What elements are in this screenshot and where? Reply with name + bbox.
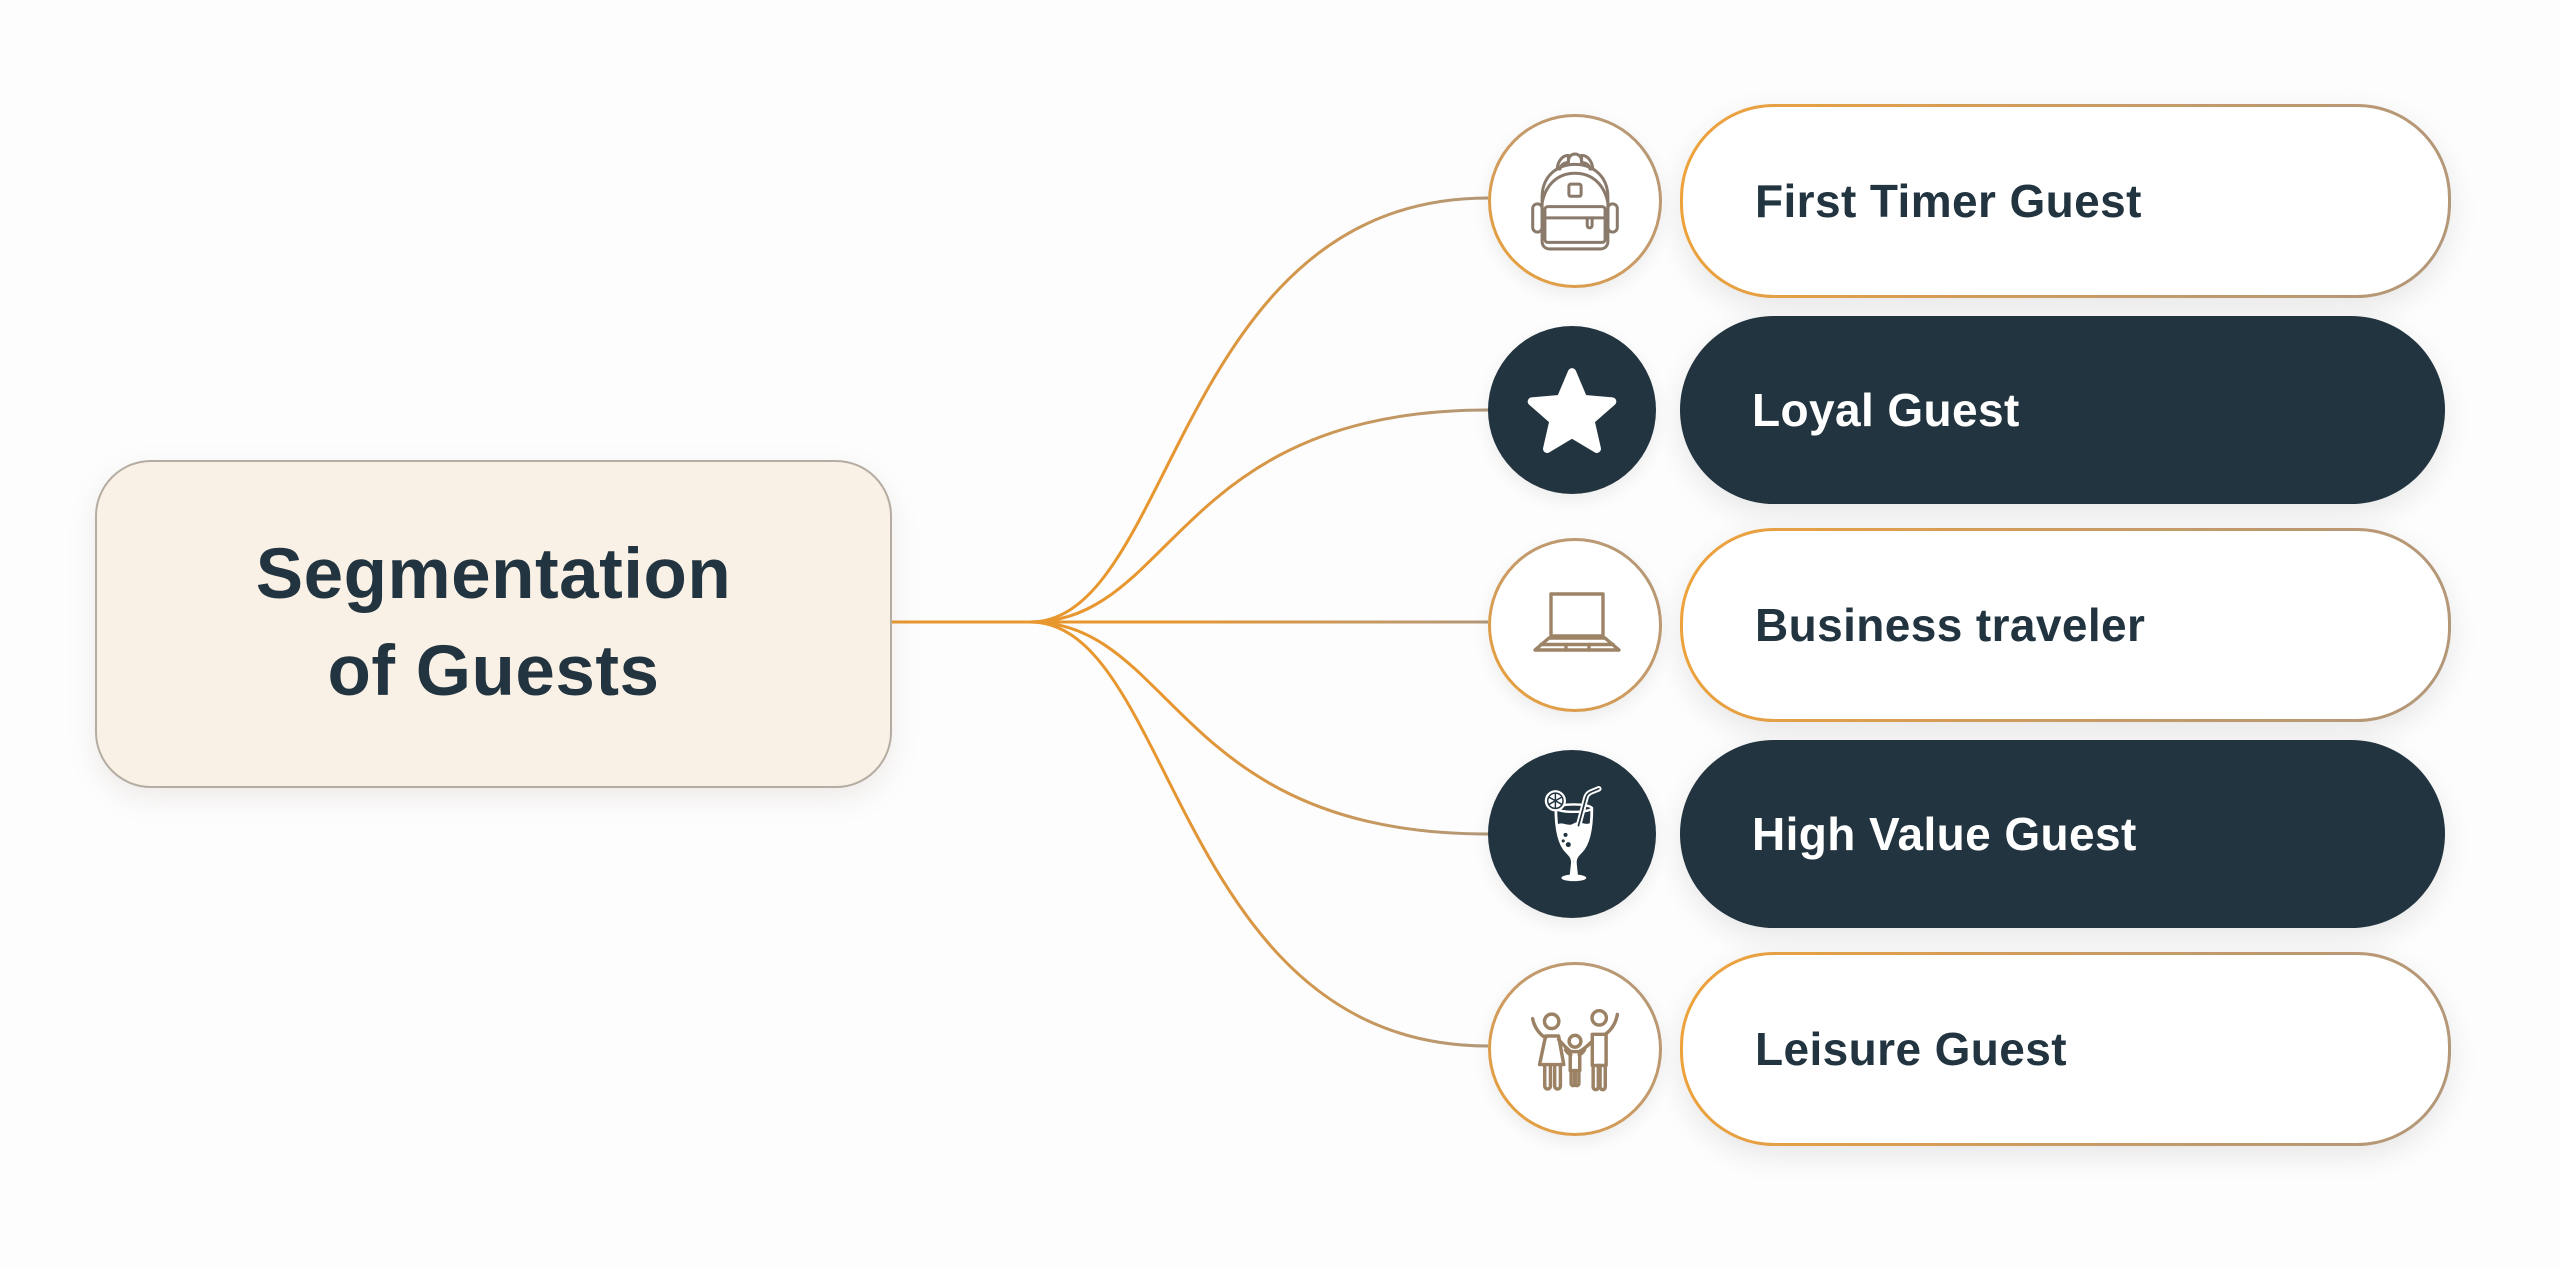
- root-node-segmentation-of-guests[interactable]: Segmentation of Guests: [95, 460, 892, 788]
- root-title-line-2: of Guests: [327, 632, 660, 711]
- node-label: High Value Guest: [1752, 808, 2137, 860]
- node-loyal-guest[interactable]: Loyal Guest: [1680, 316, 2445, 504]
- node-high-value-guest[interactable]: High Value Guest: [1680, 740, 2445, 928]
- connector-line: [888, 408, 1489, 624]
- loyal-icon-circle[interactable]: [1488, 326, 1656, 494]
- high-value-icon-circle[interactable]: [1488, 750, 1656, 918]
- node-leisure-guest[interactable]: Leisure Guest: [1680, 952, 2451, 1146]
- laptop-icon: [1533, 592, 1621, 652]
- first-timer-icon-circle[interactable]: [1488, 114, 1662, 288]
- connector-line: [888, 620, 1489, 1048]
- node-first-timer-guest[interactable]: First Timer Guest: [1680, 104, 2451, 298]
- root-title: Segmentation of Guests: [256, 527, 731, 720]
- star-icon: [1527, 368, 1617, 453]
- business-icon-circle[interactable]: [1488, 538, 1662, 712]
- node-label: Leisure Guest: [1755, 1023, 2067, 1075]
- cocktail-icon: [1544, 786, 1602, 882]
- node-label: Business traveler: [1755, 599, 2146, 651]
- family-icon: [1530, 1008, 1620, 1092]
- connector-line: [888, 620, 1489, 836]
- node-label: Loyal Guest: [1752, 384, 2020, 436]
- root-title-line-1: Segmentation: [255, 535, 732, 615]
- backpack-icon: [1531, 152, 1619, 251]
- connector-line: [888, 196, 1489, 624]
- leisure-icon-circle[interactable]: [1488, 962, 1662, 1136]
- node-business-traveler[interactable]: Business traveler: [1680, 528, 2451, 722]
- node-label: First Timer Guest: [1755, 175, 2142, 227]
